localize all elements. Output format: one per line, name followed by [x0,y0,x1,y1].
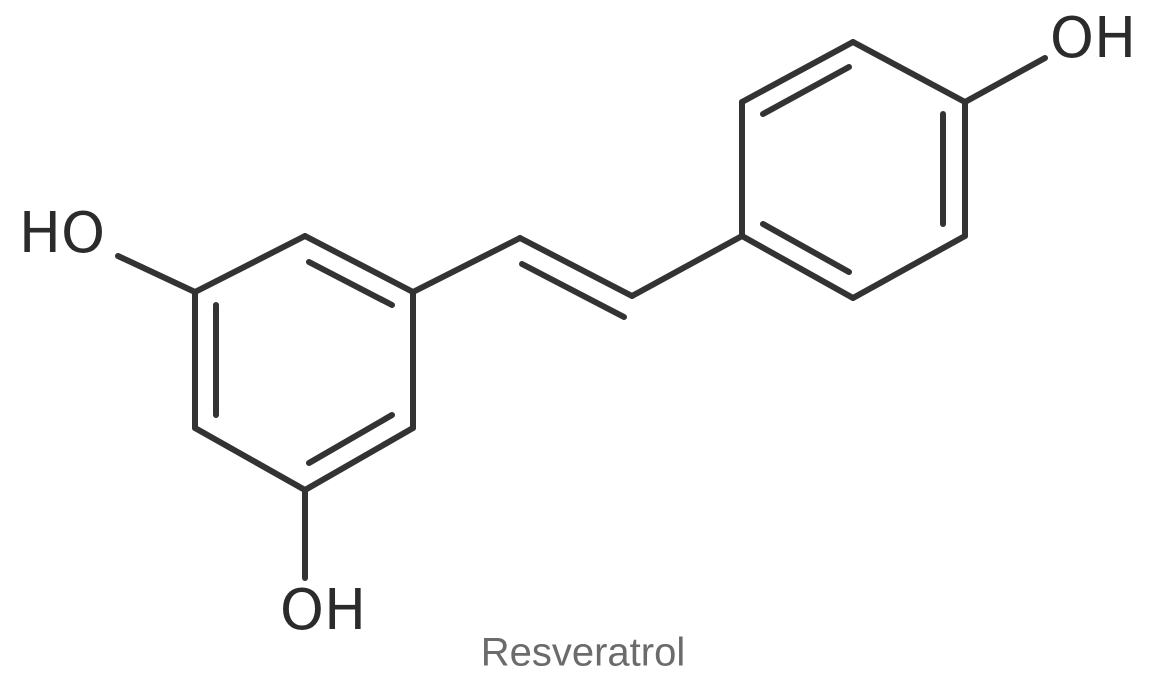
vinyl-bond-1 [410,235,523,295]
right-ring-bond-top-left [739,39,856,105]
right-ring-inner-double-bond-lower [760,221,852,275]
right-ring-inner-double-bond-upper [760,64,852,117]
molecule-name-caption: Resveratrol [481,631,686,675]
left-ring-bond-top-left [192,233,308,295]
left-ring-bond-top-right [302,233,416,295]
vinyl-bond-3 [629,233,745,299]
oh-label-bottom: OH [280,578,366,643]
oh-label-top-right: OH [1050,6,1136,71]
right-benzene-ring [739,39,968,301]
left-ring-inner-double-bond-lower [306,412,395,466]
right-ring-bond-bottom-right [850,233,968,301]
left-ring-bond-bottom-left [192,425,308,493]
left-oh-bond [115,253,198,295]
left-ring-inner-double-bond-upper [306,259,395,308]
left-ring-bond-bottom-right [302,425,416,493]
left-benzene-ring [192,233,416,493]
vinylene-double-bond [410,233,745,320]
right-ring-bond-top-right [850,39,968,105]
vinyl-bond-2 [517,235,635,299]
top-right-oh-bond [962,55,1048,105]
ho-label-left: HO [19,201,105,266]
vinyl-double-bond-inner [519,261,627,320]
right-ring-bond-bottom-left [739,233,856,301]
